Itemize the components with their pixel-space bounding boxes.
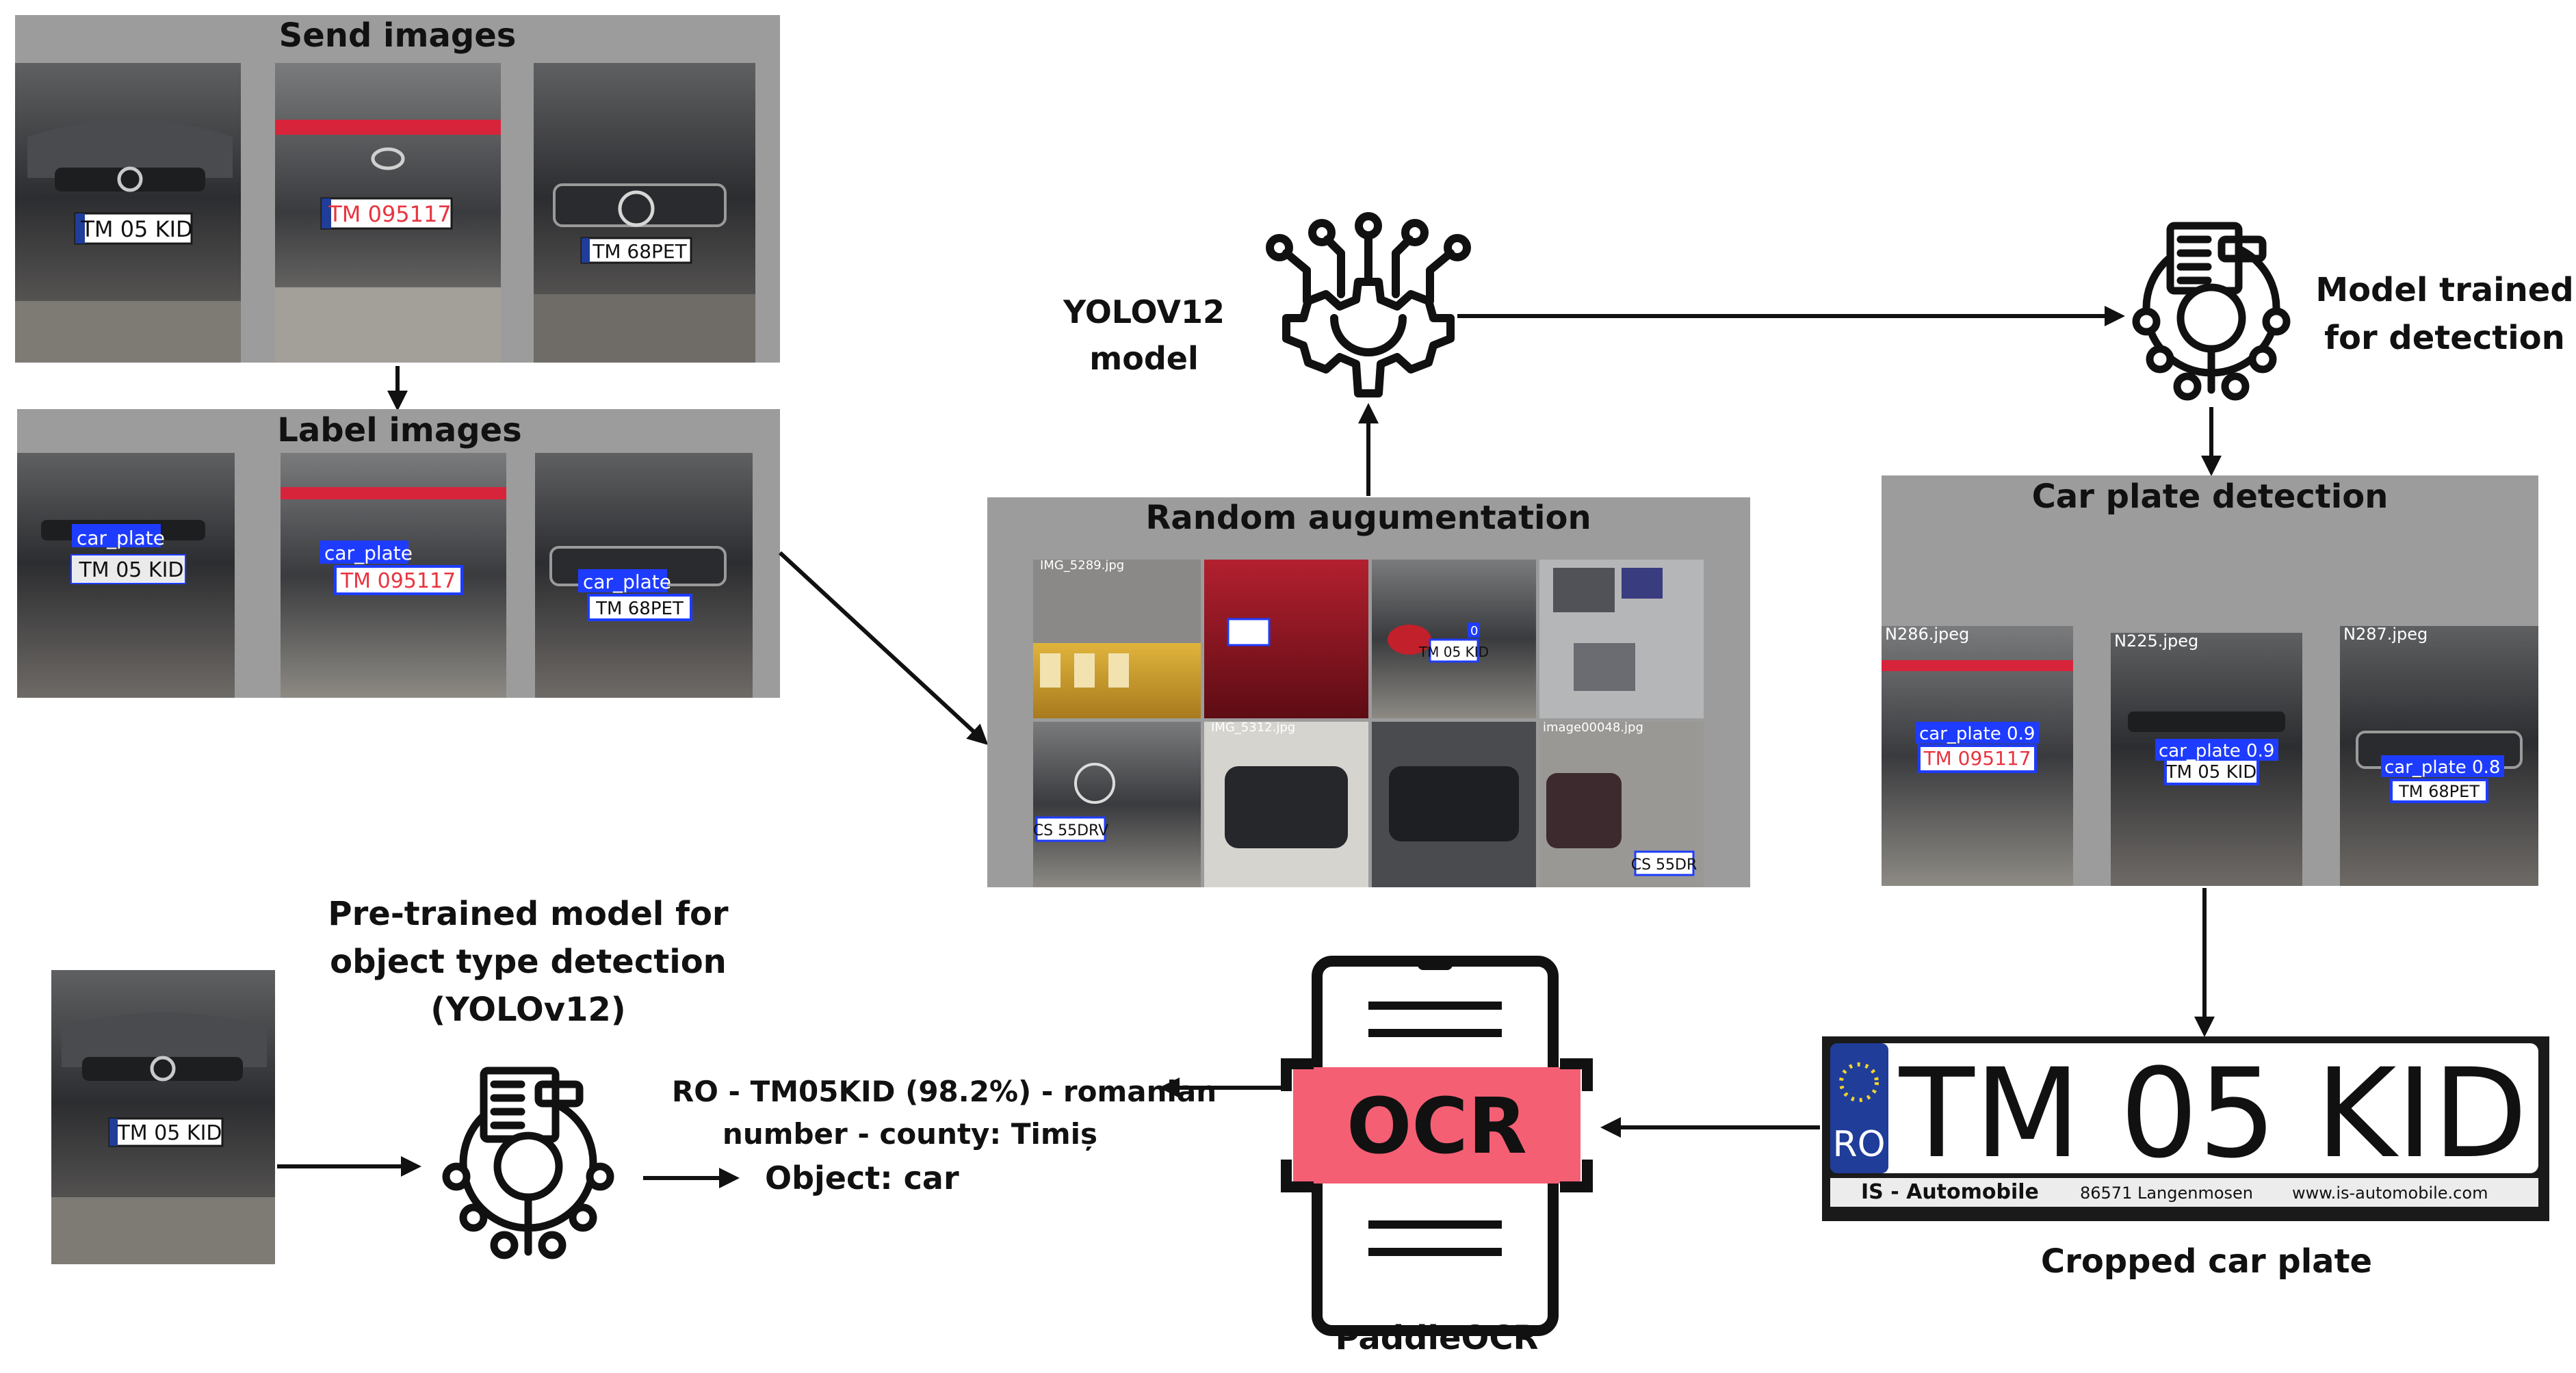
augmentation-caption-2: IMG_5312.jpg (1211, 720, 1295, 735)
label-box-tag-2: car_plate (324, 542, 413, 564)
send-photo-2: TM 095117 (275, 63, 501, 363)
cropped-caption: Cropped car plate (2041, 1242, 2372, 1281)
augmentation-box-digit: 0 (1470, 624, 1478, 638)
pretrained-label-line1: Pre-trained model for (328, 895, 729, 933)
cropped-dealer: IS - Automobile (1861, 1180, 2039, 1204)
detection-plate-3: TM 68PET (2398, 782, 2480, 801)
send-images-panel: Send images TM 05 KID TM 095117 (15, 15, 780, 363)
detection-photo-2: N225.jpeg TM 05 KID car_plate 0.9 (2111, 631, 2302, 886)
document-magnifier-gear-icon-pretrained (442, 1067, 614, 1259)
label-plate-1: TM 05 KID (78, 558, 183, 582)
augmentation-title: Random augumentation (1145, 499, 1591, 537)
augmentation-caption-1: IMG_5289.jpg (1040, 558, 1124, 573)
augmentation-plate-2: CS 55DRV (1033, 822, 1108, 839)
ocr-icon-text: OCR (1346, 1082, 1527, 1171)
label-photo-1: TM 05 KID car_plate (17, 453, 235, 698)
cropped-address: 86571 Langenmosen (2080, 1184, 2253, 1203)
cropped-plate: RO TM 05 KID IS - Automobile 86571 Lange… (1822, 1036, 2549, 1221)
detection-panel: Car plate detection N286.jpeg TM 095117 … (1882, 475, 2538, 886)
input-car-photo: TM 05 KID (51, 970, 275, 1264)
document-magnifier-gear-icon (2132, 222, 2291, 401)
send-photo-3: TM 68PET (534, 63, 755, 363)
label-plate-3: TM 68PET (595, 599, 684, 619)
detection-label-2: car_plate 0.9 (2159, 741, 2274, 761)
ocr-caption: PaddleOCR (1336, 1319, 1539, 1357)
label-photo-2: TM 095117 car_plate (281, 453, 506, 698)
arrow-label-to-augmentation (778, 551, 989, 746)
send-plate-2: TM 095117 (328, 201, 451, 227)
augmentation-panel: Random augumentation TM 05 KID CS 55DRV (987, 497, 1750, 887)
detection-photo-3: N287.jpeg TM 68PET car_plate 0.8 (2340, 625, 2538, 886)
yolo-label-line2: model (1089, 340, 1198, 377)
augmentation-caption-3: image00048.jpg (1543, 720, 1643, 735)
trained-label-line1: Model trained (2315, 271, 2573, 309)
detection-title: Car plate detection (2032, 478, 2389, 516)
label-photo-3: TM 68PET car_plate (535, 453, 753, 698)
send-plate-3: TM 68PET (592, 240, 687, 263)
pretrained-label-line3: (YOLOv12) (430, 991, 626, 1029)
label-images-panel: Label images TM 05 KID car_plate TM 0951… (17, 409, 780, 698)
trained-label-line2: for detection (2324, 319, 2565, 357)
label-box-tag-3: car_plate (583, 571, 671, 593)
augmentation-mosaic: TM 05 KID CS 55DRV CS 55DR IMG_5289.jpg … (1033, 558, 1704, 887)
input-car-plate: TM 05 KID (116, 1121, 222, 1145)
cropped-website: www.is-automobile.com (2292, 1184, 2488, 1203)
label-plate-2: TM 095117 (340, 569, 456, 593)
result-line3: Object: car (765, 1160, 959, 1197)
label-box-tag-1: car_plate (77, 527, 165, 549)
detection-label-3: car_plate 0.8 (2384, 757, 2500, 778)
send-photo-1: TM 05 KID (15, 63, 241, 363)
detection-caption-2: N225.jpeg (2114, 631, 2198, 651)
result-line1: RO - TM05KID (98.2%) - romanian (672, 1075, 1217, 1108)
augmentation-plate-3: CS 55DR (1631, 857, 1697, 874)
detection-caption-1: N286.jpeg (1885, 625, 1969, 644)
detection-photo-1: N286.jpeg TM 095117 car_plate 0.9 (1882, 625, 2073, 886)
ocr-document-icon: OCR (1281, 956, 1593, 1336)
detection-caption-3: N287.jpeg (2343, 625, 2428, 644)
augmentation-plate-1: TM 05 KID (1418, 644, 1489, 660)
detection-plate-2: TM 05 KID (2165, 762, 2257, 783)
detection-label-1: car_plate 0.9 (1919, 724, 2035, 744)
circuit-gear-icon (1266, 212, 1471, 397)
cropped-plate-number: TM 05 KID (1899, 1043, 2527, 1186)
result-line2: number - county: Timiș (723, 1117, 1097, 1151)
send-images-title: Send images (279, 16, 517, 55)
send-plate-1: TM 05 KID (80, 216, 192, 242)
detection-plate-1: TM 095117 (1923, 747, 2031, 770)
label-images-title: Label images (277, 411, 521, 449)
pretrained-label-line2: object type detection (330, 943, 727, 981)
yolo-label-line1: YOLOV12 (1063, 293, 1225, 330)
cropped-country-code: RO (1832, 1124, 1885, 1165)
